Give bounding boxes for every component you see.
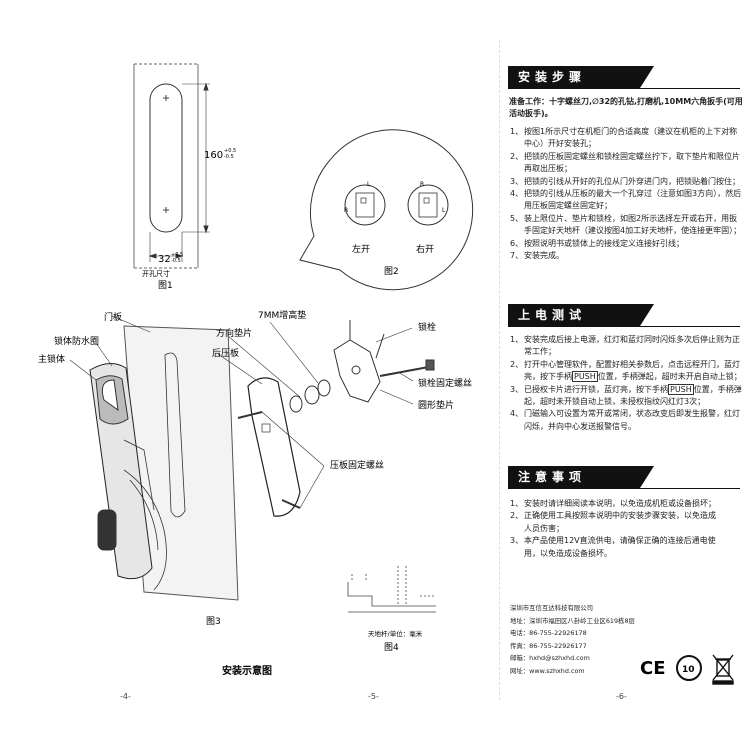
fig2-left-open: 左开: [352, 243, 370, 255]
fig4-rod-profile: [347, 566, 436, 613]
fig2-bubble: [299, 129, 474, 291]
fig4-note: 天地杆/单位：毫米: [368, 629, 423, 638]
company-address: 地址：深圳市福田区八卦岭工业区619栋8层: [510, 616, 635, 625]
installation-diagram: 160 +0.5 -0.5 32 +0.5 -0.5 开孔尺寸 图1 L R R…: [38, 63, 474, 677]
fig3-label-bolt-screw: 锁栓固定螺丝: [418, 377, 472, 389]
install-step: 2、把锁的压板固定螺丝和锁栓固定螺丝拧下，取下垫片和限位片再取出压板；: [510, 151, 740, 174]
certification-marks: CE 10: [640, 654, 734, 685]
page-number-5: -5-: [368, 692, 379, 701]
page-number-4: -4-: [120, 692, 131, 701]
fig1-caption: 图1: [158, 280, 173, 291]
company-block: 深圳市互信互达科技有限公司 地址：深圳市福田区八卦岭工业区619栋8层 电话：8…: [510, 602, 710, 677]
fig3-caption: 图3: [206, 616, 221, 627]
fig3-label-direction-washer: 方向垫片: [216, 327, 252, 339]
power-test-list: 1、安装完成后接上电源，红灯和蓝灯同时闪烁多次后停止则为正常工作； 2、打开中心…: [508, 334, 744, 433]
install-steps-rule: [508, 88, 740, 89]
fig3-label-plate-screw: 压板固定螺丝: [330, 459, 384, 471]
push-marker: PUSH: [572, 371, 598, 383]
ce-mark-icon: CE: [640, 658, 666, 679]
power-test-step: 4、门磁输入可设置为常开或常闭，状态改变后即发生报警，红灯闪烁，并向中心发送报警…: [510, 409, 740, 431]
fig2-caption: 图2: [384, 266, 399, 277]
install-step: 4、把锁的引线从压板的最大一个孔穿过（注意如图3方向），然后用压板固定螺丝固定好…: [510, 189, 742, 211]
install-step: 6、按照说明书或锁体上的接线定义连接好引线；: [510, 238, 684, 248]
fig4-caption: 图4: [384, 642, 399, 653]
company-email: 邮箱：hxhd@szhxhd.com: [510, 654, 590, 662]
company-name: 深圳市互信互达科技有限公司: [510, 604, 594, 612]
install-steps-list: 1、按图1所示尺寸在机柜门的合适高度（建议在机柜的上下对称中心）开好安装孔； 2…: [508, 126, 744, 262]
fig1-height-tol-minus: -0.5: [224, 154, 234, 160]
company-phone: 电话：86-755-22926178: [510, 629, 587, 637]
fig1-hole-size-label: 开孔尺寸: [142, 269, 170, 278]
weee-bin-icon: [712, 654, 734, 685]
push-marker: PUSH: [668, 383, 694, 395]
note-item: 1、安装时请详细阅读本说明，以免造成机柜或设备损坏；: [510, 499, 716, 508]
install-preparation: 准备工作：十字螺丝刀,∅32的孔钻,打磨机,10MM六角扳手(可用活动扳手)。: [509, 97, 743, 118]
power-test-heading: 上电测试: [508, 304, 654, 326]
diagram-title: 安装示意图: [222, 664, 272, 677]
page-number-6: -6-: [616, 692, 627, 701]
fig2-mark-r-left: R: [344, 207, 348, 214]
company-fax: 传真：86-755-22926177: [510, 641, 587, 650]
fig1-width: 32: [158, 254, 171, 265]
fig3-label-back-plate: 后压板: [212, 347, 239, 359]
fig3-label-round-washer: 圆形垫片: [418, 399, 454, 411]
fig3-label-bolt: 锁栓: [418, 321, 436, 333]
install-step: 7、安装完成。: [510, 251, 564, 261]
company-web: 网址：www.szhxhd.com: [510, 666, 585, 675]
power-test-rule: [508, 326, 740, 327]
fig3-label-waterproof-ring: 锁体防水圈: [54, 335, 99, 347]
install-steps-heading: 安装步骤: [508, 66, 654, 88]
notes-list: 1、安装时请详细阅读本说明，以免造成机柜或设备损坏； 2、正确使用工具按照本说明…: [508, 498, 718, 560]
rohs-10-icon: [676, 655, 702, 681]
fig3-exploded-view: [69, 315, 435, 601]
page-divider: [499, 40, 500, 700]
note-item: 3、本产品使用12V直流供电，请确保正确的连接后通电使用，以免造成设备损坏。: [510, 536, 716, 558]
fig1-height-tol-plus: +0.5: [224, 148, 236, 154]
install-step: 5、装上限位片、垫片和锁栓，如图2所示选择左开或右开，用扳手固定好天地杆（建议按…: [510, 213, 742, 236]
rohs-10-label: 10: [682, 665, 695, 675]
fig2-mark-l-right: L: [442, 207, 446, 214]
fig2-mark-r-right: R: [420, 181, 424, 188]
notes-rule: [508, 488, 740, 489]
fig1-width-tol-minus: -0.5: [171, 258, 181, 264]
note-item: 2、正确使用工具按照本说明中的安装步骤安装，以免造成人员伤害；: [510, 511, 716, 533]
fig3-label-door: 门板: [104, 311, 122, 323]
fig1-width-tol-plus: +0.5: [171, 252, 183, 258]
fig2-mark-l-left: L: [367, 181, 371, 188]
fig3-label-7mm-spacer: 7MM增高垫: [258, 309, 306, 321]
fig1-height: 160: [204, 150, 223, 161]
fig1-cutout: [133, 63, 210, 269]
notes-heading: 注意事项: [508, 466, 654, 488]
install-step: 1、按图1所示尺寸在机柜门的合适高度（建议在机柜的上下对称中心）开好安装孔；: [510, 127, 738, 149]
install-step: 3、把锁的引线从开好的孔位从门外穿进门内，把锁贴着门按住；: [510, 176, 740, 186]
power-test-step: 1、安装完成后接上电源，红灯和蓝灯同时闪烁多次后停止则为正常工作；: [510, 335, 740, 357]
fig2-right-open: 右开: [416, 243, 434, 255]
fig3-label-main-body: 主锁体: [38, 353, 65, 365]
